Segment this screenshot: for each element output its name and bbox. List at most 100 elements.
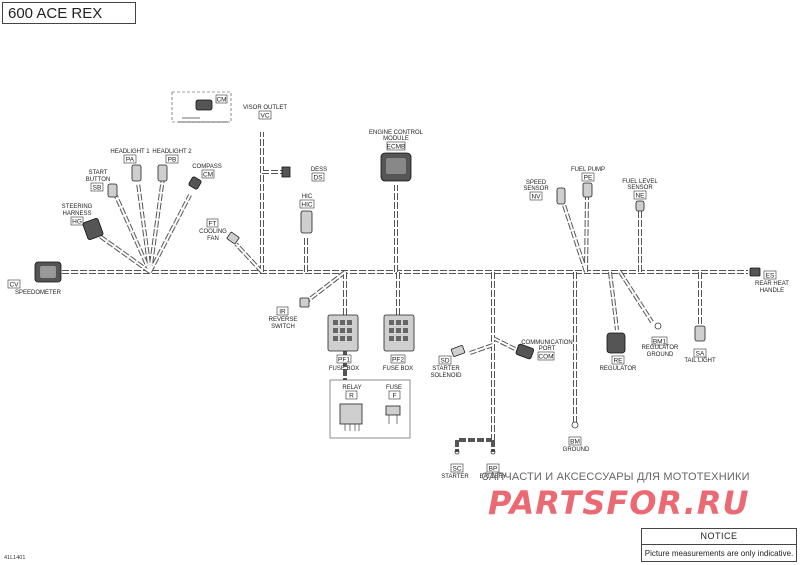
steer-label-1: STEERING (62, 204, 93, 210)
comport-label-2: PORT (539, 346, 556, 352)
reverse-label-1: REVERSE (269, 317, 298, 323)
fan-label-2: FAN (207, 236, 219, 242)
dess-code: DS (313, 175, 323, 182)
solenoid-code: SD (440, 358, 449, 365)
cm-top-code: CM (216, 97, 226, 104)
starter-label: STARTER (441, 474, 469, 480)
notice-heading: NOTICE (642, 529, 796, 545)
rearheat-label-1: REAR HEAT (755, 281, 789, 287)
headlight-2-label: HEADLIGHT 2 (152, 149, 192, 155)
speed-label-1: SPEED (526, 180, 547, 186)
start-label-1: START (88, 170, 107, 176)
comport-code: COM (538, 354, 553, 361)
speed-label-2: SENSOR (523, 186, 549, 192)
fuelpump-code: PE (584, 175, 593, 182)
headlight-1: HEADLIGHT 1 PA (110, 149, 150, 182)
hic-label: HIC (302, 194, 313, 200)
reverse-switch: IR REVERSE SWITCH (269, 297, 310, 330)
watermark-logo: PARTSFOR.RU (488, 484, 750, 522)
hic-code: HIC (301, 202, 313, 209)
fan-label-1: COOLING (199, 229, 227, 235)
regulator-ground: BM1 REGULATOR GROUND (642, 322, 679, 358)
relay-fuse-box: RELAY R FUSE F (329, 379, 411, 439)
fuse-box-2: PF2 FUSE BOX (383, 314, 415, 372)
communication-port: COMMUNICATION PORT COM (515, 340, 573, 361)
fuse-label: FUSE (386, 385, 402, 391)
start-code: SB (93, 185, 102, 192)
cooling-fan: FT COOLING FAN (199, 218, 240, 245)
ecm-code: ECMB (387, 144, 406, 151)
ground: BM GROUND (563, 421, 590, 453)
visor-label: VISOR OUTLET (243, 105, 287, 111)
fuellevel-code: NE (635, 193, 645, 200)
fuel-level-sensor: FUEL LEVEL SENSOR NE (622, 179, 658, 212)
speedo-code: CV (9, 282, 19, 289)
rear-heat-handle: ES REAR HEAT HANDLE (749, 267, 789, 294)
fuellevel-label-2: SENSOR (627, 185, 653, 191)
headlight-1-label: HEADLIGHT 1 (110, 149, 150, 155)
regulator: RE REGULATOR (600, 332, 637, 372)
steering-harness: STEERING HARNESS HG (62, 204, 104, 241)
starter-code: SC (452, 466, 461, 473)
rearheat-label-2: HANDLE (760, 288, 784, 294)
notice-text: Picture measurements are only indicative… (644, 549, 794, 558)
starter: SC STARTER (441, 449, 469, 480)
speed-code: NV (531, 194, 541, 201)
ecm-label-1: ENGINE CONTROL (369, 130, 424, 136)
reverse-code: IR (279, 309, 286, 316)
regground-label-2: GROUND (647, 352, 674, 358)
compass-code: CM (203, 172, 213, 179)
fan-code: FT (209, 221, 217, 228)
fb1-label: FUSE BOX (329, 366, 359, 372)
hic: HIC HIC (299, 194, 315, 234)
cm-detail-box: CM (171, 91, 232, 123)
fb2-code: PF2 (392, 357, 404, 364)
starter-solenoid: SD STARTER SOLENOID (430, 345, 466, 379)
regulator-label: REGULATOR (600, 366, 637, 372)
ground-label: GROUND (563, 447, 590, 453)
relay-code: R (349, 393, 354, 400)
page-title: 600 ACE REX (2, 2, 136, 24)
compass: COMPASS CM (188, 164, 222, 190)
relay-label: RELAY (342, 385, 361, 391)
solenoid-label-1: STARTER (432, 366, 460, 372)
notice-box: NOTICE Picture measurements are only ind… (641, 528, 797, 562)
tail-label: TAIL LIGHT (684, 358, 716, 364)
compass-label: COMPASS (192, 164, 222, 170)
speedo-label: SPEEDOMETER (15, 290, 62, 296)
reverse-label-2: SWITCH (271, 324, 295, 330)
watermark-tagline: ЗАПЧАСТИ И АКСЕССУАРЫ ДЛЯ МОТОТЕХНИКИ (482, 471, 750, 483)
battery-label: BATTERY (479, 474, 506, 480)
fuelpump-label: FUEL PUMP (571, 167, 605, 173)
battery-code: BP (489, 466, 498, 473)
visor-code: VC (260, 113, 269, 120)
harness-branches (92, 132, 702, 452)
fuse-code: F (393, 393, 397, 400)
dess: DESS DS (281, 166, 327, 182)
fb1-code: PF1 (338, 357, 350, 364)
speed-sensor: SPEED SENSOR NV (523, 180, 566, 205)
regulator-code: RE (613, 358, 623, 365)
start-button: START BUTTON SB (86, 170, 118, 198)
battery: BP BATTERY (479, 449, 507, 480)
fb2-label: FUSE BOX (383, 366, 413, 372)
tail-light: SA TAIL LIGHT (684, 325, 716, 364)
tail-code: SA (696, 351, 705, 358)
speedometer: CV SPEEDOMETER (7, 261, 62, 296)
ground-code: BM (570, 439, 580, 446)
headlight-2: HEADLIGHT 2 PB (152, 149, 192, 182)
headlight-2-code: PB (168, 157, 177, 164)
engine-control-module: ENGINE CONTROL MODULE ECMB (369, 130, 424, 182)
dess-label: DESS (311, 167, 327, 173)
comport-label-1: COMMUNICATION (521, 340, 573, 346)
steer-label-2: HARNESS (62, 211, 91, 217)
document-id: 41L1401 (4, 555, 26, 561)
ecm-label-2: MODULE (383, 136, 409, 142)
regground-code: BM1 (653, 339, 667, 346)
fuel-pump: FUEL PUMP PE (571, 167, 605, 198)
rearheat-code: ES (766, 273, 775, 280)
fuse-box-1: PF1 FUSE BOX (327, 314, 359, 372)
steer-code: HG (72, 219, 82, 226)
solenoid-label-2: SOLENOID (430, 373, 462, 379)
